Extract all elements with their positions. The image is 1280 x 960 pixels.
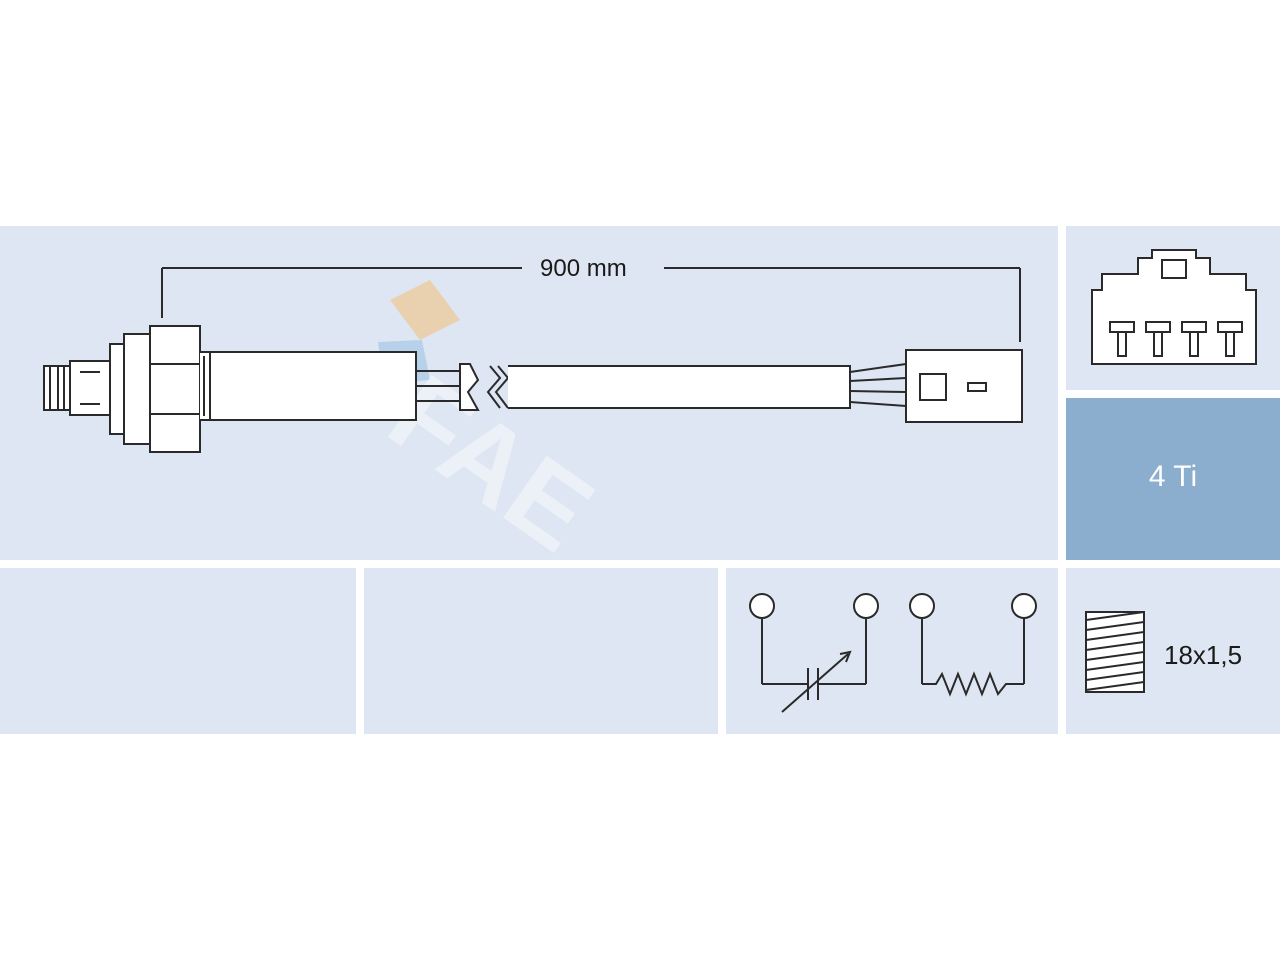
cable-length-label: 900 mm [540, 255, 627, 282]
thread-icon [1085, 611, 1145, 693]
empty-panel-2 [364, 568, 718, 734]
variable-resistor-icon [749, 593, 879, 713]
heater-resistor-icon [909, 593, 1037, 697]
empty-panel-1 [0, 568, 356, 734]
circuit-panel [726, 568, 1058, 734]
oxygen-sensor-icon [43, 267, 1023, 453]
connector-4-pin-icon [1091, 249, 1257, 365]
wire-count-label: 4 Ti [1148, 460, 1198, 493]
wire-count-panel [1066, 398, 1280, 560]
thread-label: 18x1,5 [1164, 640, 1243, 670]
